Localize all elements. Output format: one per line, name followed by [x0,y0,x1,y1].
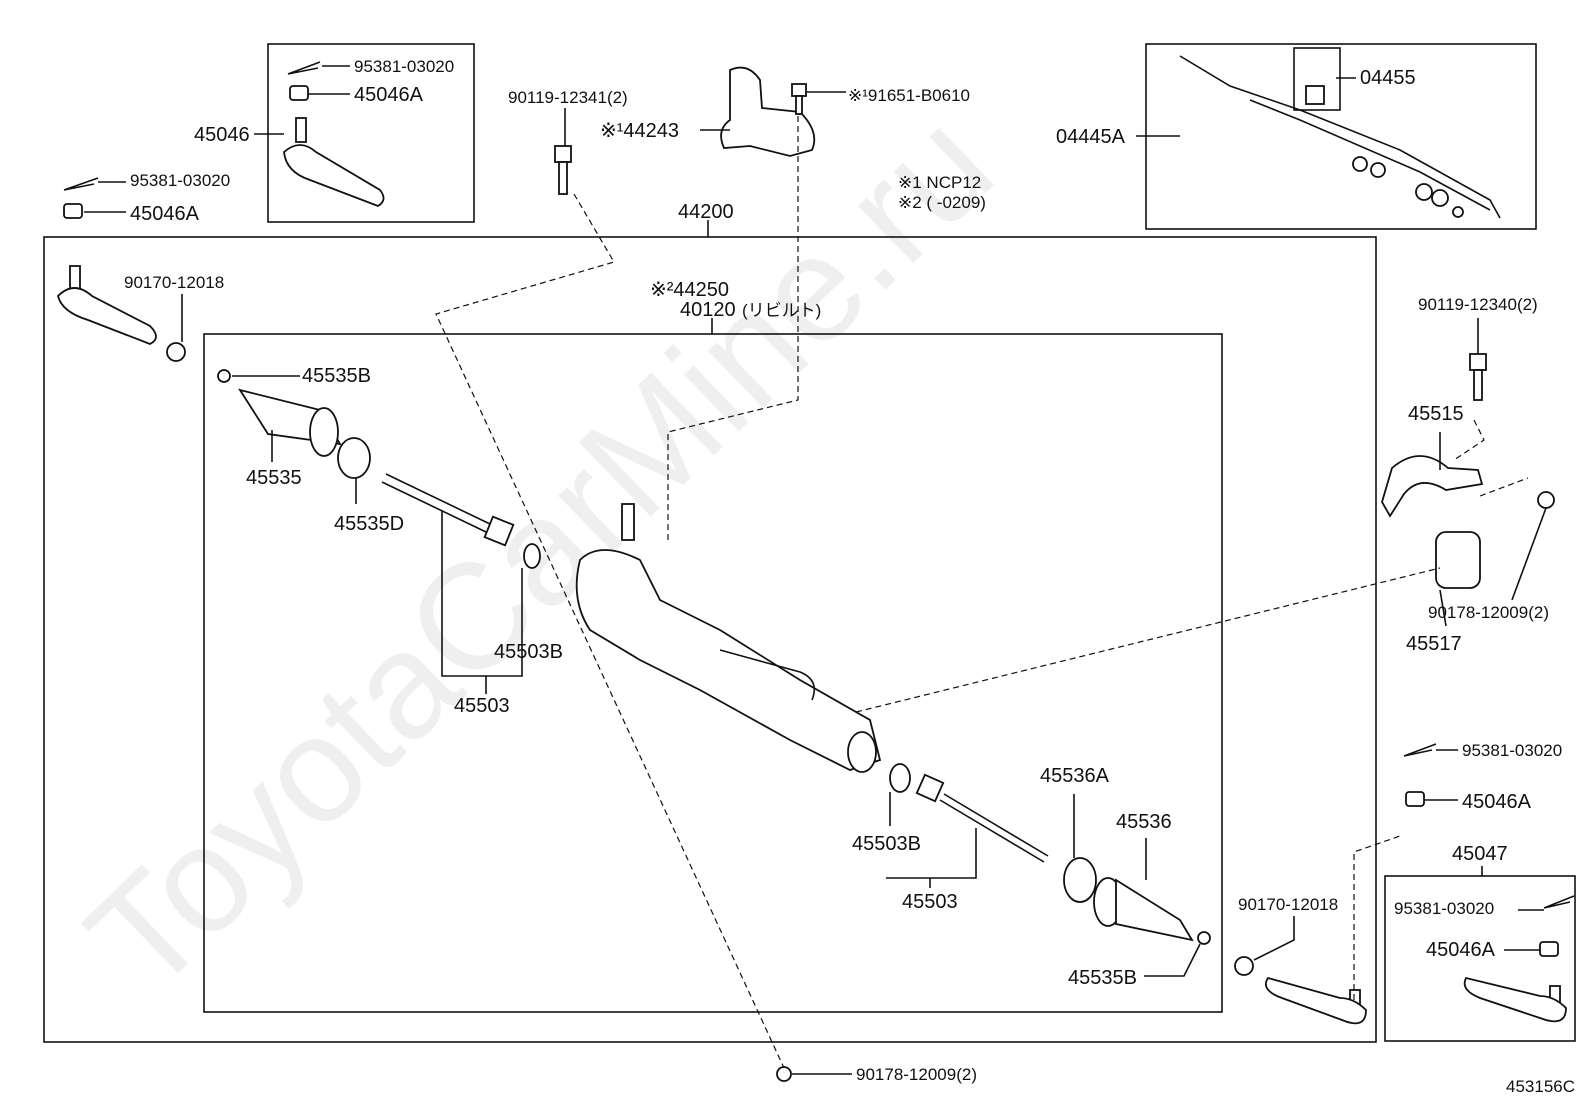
cotter-pin-right-icon [1403,743,1437,757]
label-45503-right: 45503 [902,891,958,913]
label-45503B-left: 45503B [494,641,563,663]
tie-rod-end-left-box [267,43,475,223]
label-45536: 45536 [1116,811,1172,833]
tie-rod-end-right-box [1384,875,1576,1042]
label-44200: 44200 [678,201,734,223]
tie-rod-end-left-box-icon [283,117,385,207]
castle-nut-box-right-icon [1539,941,1559,957]
label-45535: 45535 [246,467,302,489]
rack-repair-kit-box [1145,43,1537,230]
tie-rod-end-right-icon [1264,976,1367,1025]
label-44243: ※¹44243 [600,120,679,142]
label-90170-left: 90170-12018 [124,273,224,292]
boot-45535-icon [238,388,342,457]
nut-90178-bottom-icon [776,1066,792,1082]
label-04455: 04455 [1360,67,1416,89]
label-90119-12340: 90119-12340(2) [1418,295,1538,314]
label-91651-B0610: ※¹91651-B0610 [848,86,970,105]
label-95381-top-left: 95381-03020 [130,171,230,190]
label-45046A-bottom-right-box: 45046A [1426,939,1496,961]
label-45535B-bottom: 45535B [1068,967,1137,989]
label-45535B-top: 45535B [302,365,371,387]
label-45046: 45046 [194,124,250,146]
label-45046A-top-left: 45046A [130,203,200,225]
label-40120: 40120 [680,299,736,321]
boot-45536-icon [1093,877,1194,942]
main-assembly-44200-box [43,236,1377,1043]
label-45535D: 45535D [334,513,404,535]
clip-45535B-top-icon [217,369,231,383]
bolt-91651-icon [791,83,807,115]
label-45515: 45515 [1408,403,1464,425]
leader-lines [84,65,1547,1075]
lock-washer-45503B-right-icon [889,763,911,793]
cotter-pin-icon [287,61,321,75]
label-45503-left: 45503 [454,695,510,717]
label-45046A-top-left-box: 45046A [354,84,424,106]
label-note-2: ※2 ( -0209) [898,193,986,212]
label-95381-top-left-box: 95381-03020 [354,57,454,76]
rack-housing-icon [575,503,882,773]
rack-housing-outline-icon [1179,55,1501,219]
bracket-44243-icon [720,66,816,157]
bolt-90119-12340-icon [1469,353,1487,401]
lock-washer-45503B-left-icon [523,543,541,569]
label-90119-12341: 90119-12341(2) [508,88,628,107]
tie-rod-end-left-icon [57,265,157,345]
bushing-45517-icon [1435,531,1481,589]
cotter-pin-loose-icon [63,177,99,191]
label-04445A: 04445A [1056,126,1126,148]
bracket-45515-icon [1381,455,1484,518]
label-note-1: ※1 NCP12 [898,173,981,192]
clamp-45536A-icon [1063,857,1097,903]
tie-rod-end-right-box-icon [1463,976,1567,1023]
tie-rod-inner-right-icon [915,773,1049,863]
nut-90178-right-icon [1537,491,1555,509]
tie-rod-inner-left-icon [381,473,515,547]
label-95381-right: 95381-03020 [1462,741,1562,760]
adjusting-screw-icon [1305,85,1325,105]
castle-nut-right-icon [1405,791,1425,807]
label-45517: 45517 [1406,633,1462,655]
bolt-90119-12341-icon [554,145,572,195]
cotter-pin-box-right-icon [1543,895,1575,909]
label-95381-bottom-right-box: 95381-03020 [1394,899,1494,918]
label-45536A: 45536A [1040,765,1110,787]
dashed-relation-lines [435,116,1529,1069]
label-44250: ※²44250 [650,279,729,301]
label-45503B-right: 45503B [852,833,921,855]
label-rebuilt: (リビルト) [742,301,821,320]
label-45047: 45047 [1452,843,1508,865]
adjusting-screw-inset [1293,47,1341,111]
castle-nut-loose-icon [63,203,83,219]
nut-90170-right-icon [1234,956,1254,976]
clamp-45535D-icon [337,437,371,479]
clip-45535B-bottom-icon [1197,931,1211,945]
gear-assembly-40120-box [203,333,1223,1013]
label-90170-right: 90170-12018 [1238,895,1338,914]
label-90178-bottom: 90178-12009(2) [856,1065,977,1084]
reference-number: 453156C [1506,1077,1575,1096]
nut-90170-left-icon [166,342,186,362]
label-90178-right: 90178-12009(2) [1428,603,1549,622]
castle-nut-icon [289,85,309,101]
label-45046A-right: 45046A [1462,791,1532,813]
